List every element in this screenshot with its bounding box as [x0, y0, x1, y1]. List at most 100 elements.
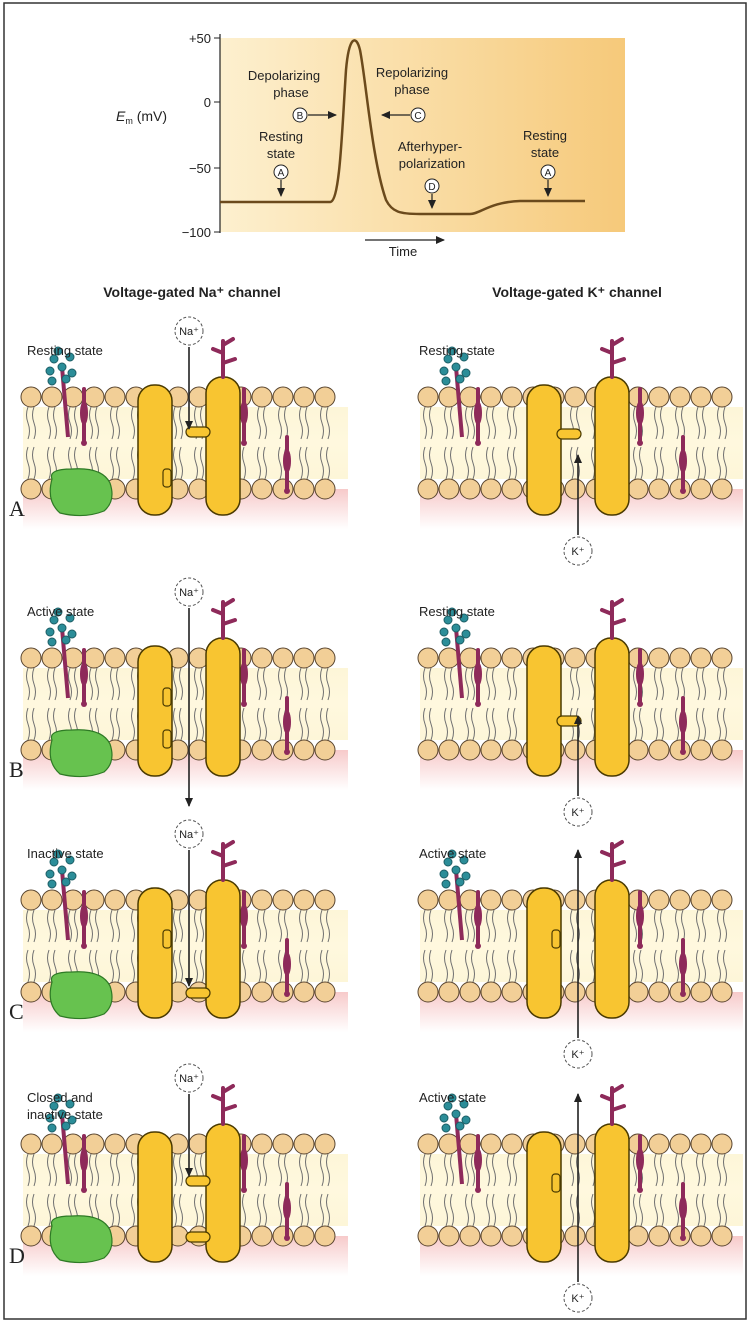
- sugar-bead: [442, 377, 450, 385]
- lipid-head: [439, 479, 459, 499]
- receptor-protein: [240, 904, 248, 928]
- receptor-protein: [283, 952, 291, 976]
- sugar-bead: [456, 636, 464, 644]
- sugar-bead: [48, 638, 56, 646]
- sugar-bead: [440, 1114, 448, 1122]
- receptor-protein: [241, 440, 247, 446]
- lipid-head: [273, 1226, 293, 1246]
- receptor-protein: [240, 401, 248, 425]
- channel-subunit-right: [206, 1124, 240, 1262]
- lipid-head: [294, 1226, 314, 1246]
- lipid-head: [252, 982, 272, 1002]
- sugar-bead: [440, 628, 448, 636]
- ion-label: K⁺: [571, 807, 584, 819]
- activation-gate: [557, 429, 581, 439]
- lipid-head: [294, 387, 314, 407]
- lipid-head: [273, 740, 293, 760]
- receptor-protein: [679, 1196, 687, 1220]
- lipid-head: [691, 1226, 711, 1246]
- lipid-head: [42, 1134, 62, 1154]
- lipid-head: [105, 648, 125, 668]
- lipid-head: [712, 890, 732, 910]
- receptor-protein: [475, 1187, 481, 1193]
- receptor-protein: [475, 440, 481, 446]
- lipid-head: [460, 982, 480, 1002]
- lipid-head: [481, 982, 501, 1002]
- peripheral-protein: [50, 1216, 112, 1263]
- lipid-head: [418, 648, 438, 668]
- receptor-protein: [474, 904, 482, 928]
- sugar-bead: [462, 630, 470, 638]
- panel-row-b: Na⁺Active stateBK⁺Resting state: [9, 578, 743, 826]
- na-column-title: Voltage-gated Na⁺ channel: [103, 284, 281, 300]
- depolarizing-label: Depolarizing: [248, 68, 320, 83]
- lipid-head: [712, 387, 732, 407]
- receptor-protein: [283, 1196, 291, 1220]
- lipid-head: [481, 648, 501, 668]
- channel-glycan: [602, 1086, 624, 1124]
- channel-subunit-right: [206, 880, 240, 1018]
- lipid-head: [649, 740, 669, 760]
- lipid-head: [628, 1226, 648, 1246]
- inactivation-gate: [186, 1232, 210, 1242]
- receptor-protein: [284, 991, 290, 997]
- lipid-head: [84, 1134, 104, 1154]
- lipid-head: [670, 1134, 690, 1154]
- lipid-head: [712, 1226, 732, 1246]
- time-label: Time: [389, 244, 417, 259]
- peripheral-protein: [50, 469, 112, 516]
- sugar-bead: [442, 638, 450, 646]
- k-state-label: Active state: [419, 846, 486, 861]
- lipid-head: [418, 479, 438, 499]
- k-channel-panel: K⁺Active state: [418, 1086, 743, 1312]
- lipid-head: [315, 890, 335, 910]
- ion-label: Na⁺: [179, 587, 199, 599]
- channel-subunit-left: [527, 888, 561, 1018]
- lipid-head: [294, 890, 314, 910]
- sugar-bead: [62, 375, 70, 383]
- channel-glycan: [213, 1086, 235, 1124]
- na-channel-panel: Na⁺Inactive stateC: [9, 820, 348, 1032]
- na-state-label: Resting state: [27, 343, 103, 358]
- gate-knob: [163, 730, 171, 748]
- sugar-bead: [62, 878, 70, 886]
- sugar-bead: [46, 870, 54, 878]
- lipid-head: [565, 740, 585, 760]
- lipid-head: [105, 387, 125, 407]
- marker-a-label: A: [278, 168, 285, 179]
- sugar-bead: [456, 375, 464, 383]
- gate-knob: [163, 930, 171, 948]
- lipid-head: [481, 479, 501, 499]
- panel-letter: D: [9, 1243, 25, 1268]
- lipid-head: [315, 479, 335, 499]
- receptor-protein: [241, 1187, 247, 1193]
- lipid-head: [502, 740, 522, 760]
- k-channel-panel: K⁺Active state: [418, 842, 743, 1068]
- channel-glycan: [602, 600, 624, 638]
- sugar-bead: [452, 624, 460, 632]
- lipid-head: [565, 479, 585, 499]
- lipid-head: [21, 648, 41, 668]
- repolarizing-label: phase: [394, 82, 429, 97]
- lipid-head: [712, 648, 732, 668]
- lipid-head: [691, 648, 711, 668]
- lipid-head: [315, 740, 335, 760]
- lipid-head: [273, 648, 293, 668]
- receptor-protein: [80, 904, 88, 928]
- lipid-head: [670, 890, 690, 910]
- resting-right-label: Resting: [523, 128, 567, 143]
- lipid-head: [105, 890, 125, 910]
- lipid-head: [628, 479, 648, 499]
- receptor-protein: [80, 401, 88, 425]
- ion-label: Na⁺: [179, 1073, 199, 1085]
- lipid-head: [481, 890, 501, 910]
- receptor-protein: [637, 440, 643, 446]
- lipid-head: [42, 648, 62, 668]
- channel-subunit-right: [595, 377, 629, 515]
- lipid-head: [691, 740, 711, 760]
- lipid-head: [294, 648, 314, 668]
- lipid-head: [502, 1134, 522, 1154]
- lipid-head: [649, 982, 669, 1002]
- channel-glycan: [602, 339, 624, 377]
